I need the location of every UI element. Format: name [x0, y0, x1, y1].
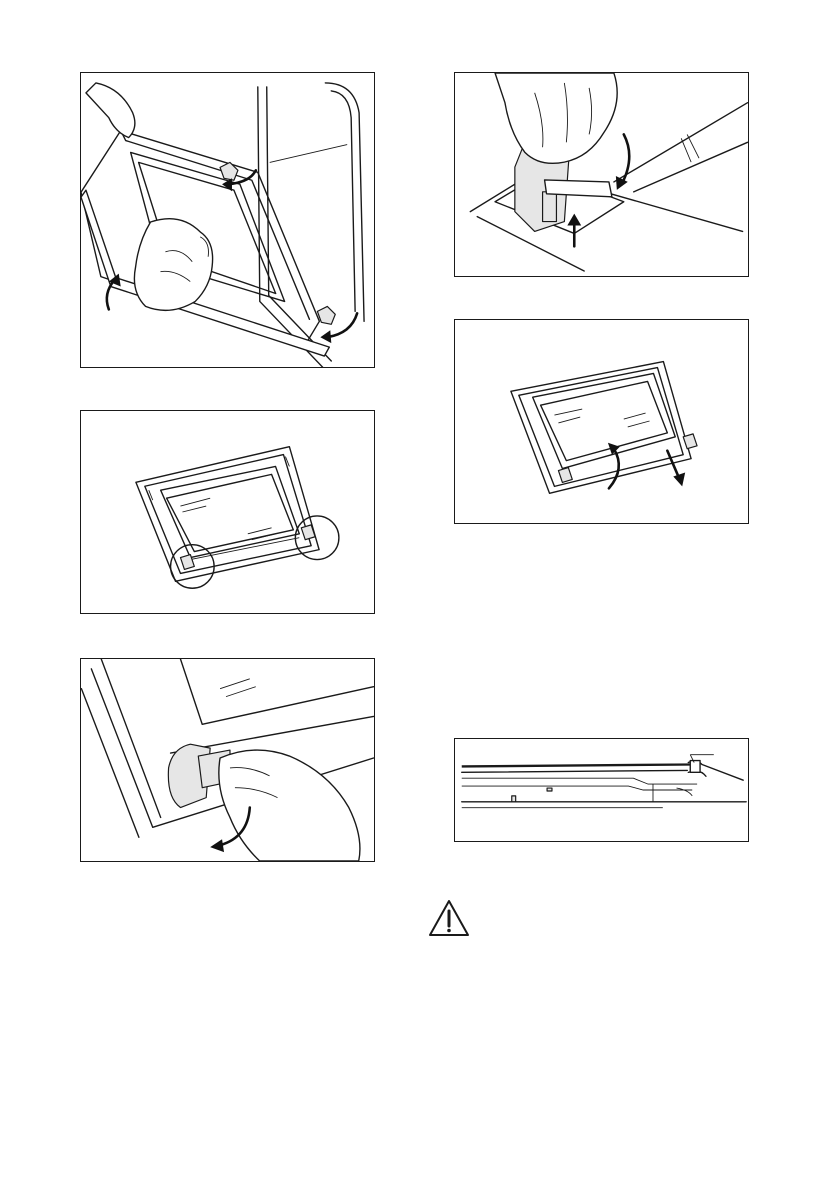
- warning-triangle-icon: [428, 899, 470, 937]
- release-clip-illustration: [81, 659, 374, 861]
- figure-remove-panel: [454, 319, 749, 524]
- panel-clips-illustration: [81, 411, 374, 613]
- cross-section-illustration: [455, 739, 748, 841]
- press-clip-illustration: [455, 73, 748, 276]
- lift-door-illustration: [81, 73, 374, 367]
- figure-release-clip: [80, 658, 375, 862]
- figure-panel-clips: [80, 410, 375, 614]
- figure-press-clip: [454, 72, 749, 277]
- remove-panel-illustration: [455, 320, 748, 523]
- figure-cross-section: [454, 738, 749, 842]
- figure-lift-door: [80, 72, 375, 368]
